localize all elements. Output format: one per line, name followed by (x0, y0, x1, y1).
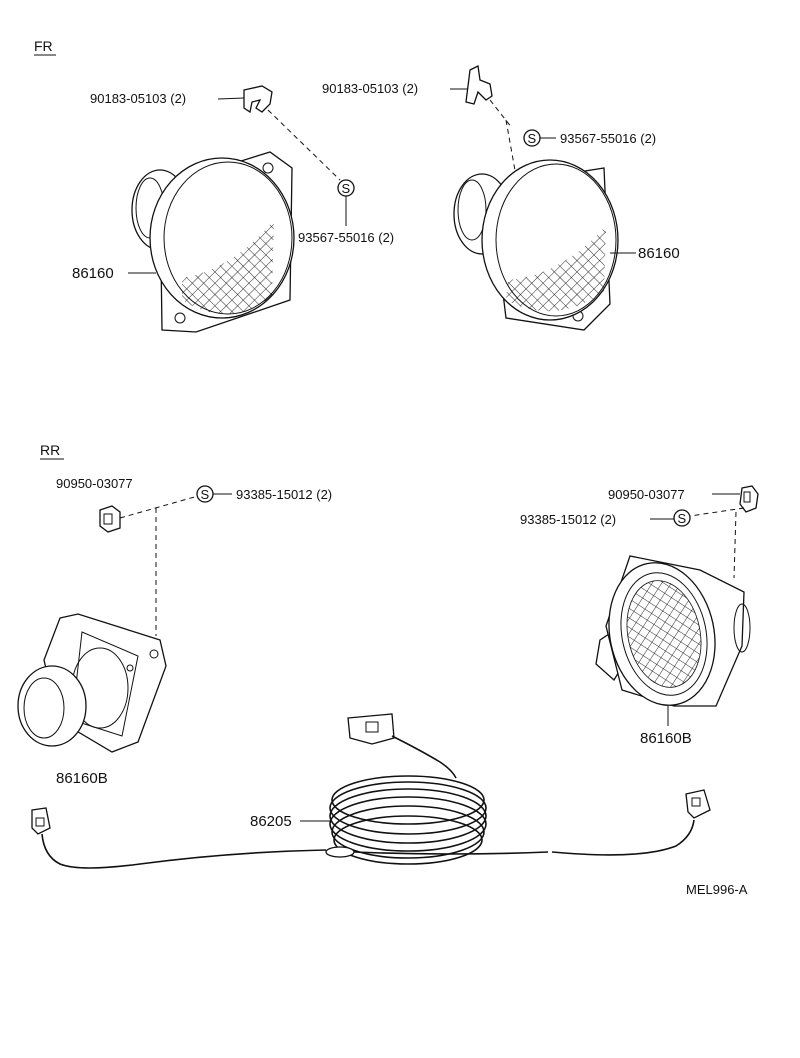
front-left-clip-label: 90183-05103 (2) (90, 91, 245, 106)
svg-text:86160: 86160 (72, 265, 114, 282)
rear-right-screw-icon: S (673, 509, 691, 527)
svg-text:S: S (201, 487, 210, 502)
rear-left-nut (99, 505, 121, 533)
front-left-screw-label: 93567-55016 (2) (298, 230, 394, 245)
front-left-clip (243, 85, 273, 114)
svg-text:RR: RR (40, 442, 60, 458)
svg-text:86205: 86205 (250, 813, 292, 830)
wire-harness-connector-top (347, 713, 395, 745)
svg-text:86160: 86160 (638, 245, 680, 262)
front-right-clip-label: 90183-05103 (2) (322, 81, 468, 96)
rear-left-speaker (17, 613, 167, 753)
wire-harness-coil (329, 775, 487, 865)
front-right-speaker-label: 86160 (610, 245, 680, 262)
svg-text:90183-05103 (2): 90183-05103 (2) (90, 91, 186, 106)
front-right-screw-label: 93567-55016 (2) (560, 131, 656, 146)
wire-harness-label: 86205 (250, 813, 332, 830)
front-right-screw-icon: S (523, 129, 541, 147)
rear-right-nut (739, 485, 759, 513)
rear-right-nut-label: 90950-03077 (608, 487, 685, 502)
rear-section-header: RR (40, 442, 64, 460)
front-left-speaker-label: 86160 (72, 265, 156, 282)
wire-harness-lead (41, 819, 695, 869)
rear-left-screw-icon: S (196, 485, 214, 503)
rear-left-screw-label: 93385-15012 (2) (236, 487, 332, 502)
wire-harness-connector-right (685, 789, 711, 819)
svg-text:S: S (528, 131, 537, 146)
rear-right-speaker (595, 555, 751, 707)
front-right-speaker (453, 159, 619, 331)
rear-left-nut-label: 90950-03077 (56, 476, 133, 491)
svg-text:S: S (342, 181, 351, 196)
front-left-speaker (131, 151, 295, 333)
svg-text:FR: FR (34, 38, 53, 54)
rear-right-screw-label: 93385-15012 (2) (520, 512, 616, 527)
svg-text:90183-05103 (2): 90183-05103 (2) (322, 81, 418, 96)
rear-left-speaker-label: 86160B (56, 770, 108, 787)
rear-right-speaker-label: 86160B (640, 730, 692, 747)
wire-harness-connector-left (31, 807, 51, 835)
svg-text:S: S (678, 511, 687, 526)
front-right-clip (465, 65, 493, 105)
diagram-code: MEL996-A (686, 882, 748, 897)
front-section-header: FR (34, 38, 56, 56)
front-left-screw-icon: S (337, 179, 355, 197)
